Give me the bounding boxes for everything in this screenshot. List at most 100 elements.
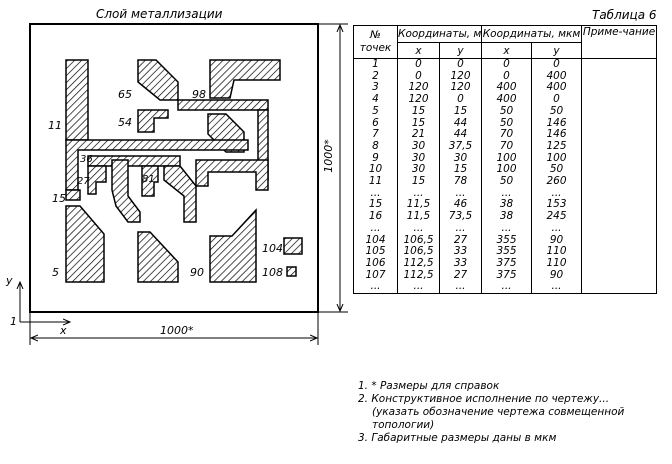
pad-label-98: 98 [192,88,206,101]
table-cell [581,105,657,118]
table-cell: 0 [397,70,440,83]
chip-outline [29,23,319,313]
table-cell: 120 [439,82,482,95]
table-cell: 245 [531,211,582,223]
table-cell: 30 [439,152,482,165]
table-cell: 27 [439,234,482,247]
table-cell: 27 [439,269,482,282]
table-cell: ... [439,222,482,235]
table-cell: 1 [353,58,398,71]
table-cell: 38 [481,211,532,223]
header-coord-mm: Координаты, мм [397,25,482,43]
table-cell [581,281,657,295]
table-cell: 9 [353,152,398,165]
table-cell: 0 [531,58,582,71]
table-cell: 100 [531,152,582,165]
table-cell: 78 [439,176,482,188]
table-cell: 355 [481,234,532,247]
table-cell: 37,5 [439,140,482,153]
table-cell [581,82,657,95]
table-cell: ... [481,222,532,235]
pad-81 [163,165,197,223]
table-cell [581,234,657,247]
header-note: Приме-чание [581,25,657,59]
table-cell: 15 [353,199,398,212]
table-cell: 50 [481,117,532,130]
origin-label: 1 [10,315,17,328]
pad-27 [87,165,107,195]
table-cell: 50 [531,164,582,177]
table-cell: 105 [353,246,398,258]
pad-label-27: 27 [77,176,90,187]
table-cell: ... [439,281,482,295]
table-cell: 400 [481,94,532,106]
table-cell [581,94,657,106]
table-cell: 11,5 [397,211,440,223]
table-cell: 400 [531,70,582,83]
table-cell: 0 [439,58,482,71]
table-row: ............... [353,281,657,295]
table-cell: 15 [397,117,440,130]
pad-15 [65,189,81,201]
table-cell: 0 [397,58,440,71]
note-2-cont2: топологии) [372,419,435,431]
table-cell: ... [481,281,532,295]
table-cell: 375 [481,257,532,270]
table-cell: 110 [531,246,582,258]
table-cell: 70 [481,140,532,153]
table-row: ............... [353,222,657,235]
table-cell: 112,5 [397,257,440,270]
trace-fork-left [111,159,141,223]
table-cell: 5 [353,105,398,118]
table-cell: ... [353,187,398,200]
coordinates-table: № точек Координаты, мм Координаты, мкм П… [353,25,657,295]
table-cell: 112,5 [397,269,440,282]
table-cell: ... [481,187,532,200]
table-cell: 15 [439,164,482,177]
header-mm-y: y [439,42,482,59]
table-cell: 73,5 [439,211,482,223]
table-cell: ... [353,222,398,235]
table-cell: 106 [353,257,398,270]
drawing-title: Слой металлизации [96,7,223,21]
table-cell: 2 [353,70,398,83]
table-cell: ... [397,222,440,235]
table-cell [581,269,657,282]
table-cell: 0 [481,58,532,71]
axis-y-label: y [6,274,13,287]
note-3: 3. Габаритные размеры даны в мкм [358,432,557,444]
note-1: 1. * Размеры для справок [358,380,500,392]
table-cell: 0 [531,94,582,106]
table-cell: 260 [531,176,582,188]
table-cell: 120 [397,94,440,106]
pad-label-108: 108 [262,266,283,279]
table-cell: 50 [481,105,532,118]
table-cell: 4 [353,94,398,106]
table-cell: 120 [439,70,482,83]
table-cell: 15 [397,176,440,188]
table-cell: 21 [397,129,440,141]
note-2: 2. Конструктивное исполнение по чертежу.… [358,393,610,405]
pad-label-90: 90 [190,266,204,279]
table-cell: 33 [439,257,482,270]
pad-5 [65,205,105,283]
table-cell: 106,5 [397,246,440,258]
table-cell: 7 [353,129,398,141]
pad-104 [283,237,303,255]
table-cell [581,176,657,188]
table-cell: 110 [531,257,582,270]
table-cell: ... [397,281,440,295]
table-cell: ... [531,187,582,200]
table-cell: 153 [531,199,582,212]
